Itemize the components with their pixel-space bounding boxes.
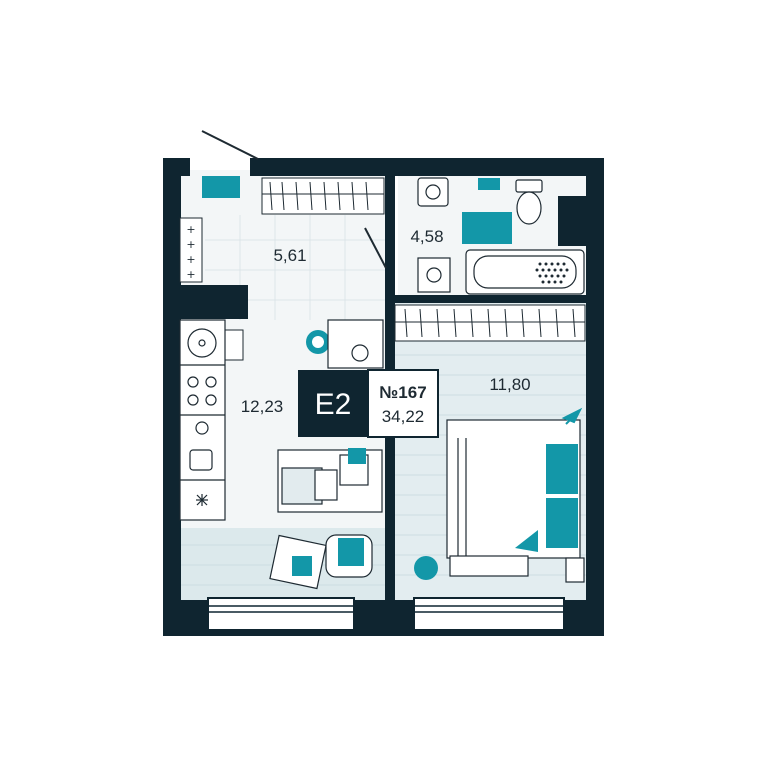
badge-type-box bbox=[298, 370, 368, 437]
svg-text:+: + bbox=[186, 238, 195, 251]
bath-mat bbox=[462, 212, 512, 244]
room-area-bedroom: 11,80 bbox=[489, 375, 530, 394]
hall-shelf: + + + + bbox=[179, 217, 203, 283]
apartment-type: E2 bbox=[315, 388, 352, 421]
bedroom-wardrobe bbox=[394, 304, 586, 342]
svg-text:+: + bbox=[186, 223, 195, 236]
window-right bbox=[413, 597, 565, 631]
interior-walls bbox=[180, 176, 588, 600]
coffee-machine-icon bbox=[189, 449, 213, 471]
bed bbox=[446, 419, 581, 577]
wall-bedroom-left bbox=[385, 300, 395, 600]
stove-icon bbox=[187, 376, 217, 406]
washing-machine-icon bbox=[417, 257, 451, 293]
svg-text:+: + bbox=[186, 253, 195, 266]
bathroom-shelf bbox=[478, 178, 500, 190]
wall-right bbox=[586, 158, 604, 636]
wall-top-left bbox=[163, 158, 190, 176]
room-area-hall: 5,61 bbox=[273, 246, 306, 265]
wall-hall-kitchen bbox=[180, 285, 248, 319]
work-desk bbox=[277, 449, 383, 513]
wall-bath-nook bbox=[558, 196, 588, 246]
badge-info-box bbox=[367, 369, 439, 438]
kitchen-side-table bbox=[327, 319, 384, 369]
window-left bbox=[207, 597, 355, 631]
room-area-kitchen-living: 12,23 bbox=[241, 397, 284, 416]
wall-left bbox=[163, 158, 181, 636]
bottom-windows bbox=[207, 597, 565, 631]
desk-lamp-icon bbox=[348, 448, 366, 464]
plane-toy-icon bbox=[561, 407, 583, 425]
balcony-table bbox=[269, 534, 327, 590]
apartment-badge: E2 №167 34,22 bbox=[298, 369, 439, 438]
bathroom-door[interactable] bbox=[364, 227, 387, 269]
wall-bath-bottom bbox=[385, 295, 588, 303]
svg-text:+: + bbox=[186, 268, 195, 281]
apartment-total-area: 34,22 bbox=[382, 407, 425, 426]
balcony-chair bbox=[325, 534, 373, 578]
bathtub-icon bbox=[465, 249, 585, 295]
fridge-icon bbox=[196, 494, 208, 506]
kitchen-sink-icon bbox=[187, 328, 217, 358]
round-rug bbox=[414, 556, 438, 580]
entrance-door[interactable] bbox=[201, 130, 259, 160]
kitchen-stool bbox=[306, 330, 330, 354]
wall-bath-left bbox=[385, 176, 395, 298]
wall-top-right bbox=[250, 158, 602, 176]
kitchen-counter-partition bbox=[224, 329, 244, 361]
toilet-icon bbox=[515, 179, 543, 225]
apartment-number: №167 bbox=[379, 383, 426, 402]
bathroom-sink bbox=[417, 177, 449, 207]
hall-wardrobe bbox=[261, 177, 385, 215]
room-area-bathroom: 4,58 bbox=[410, 227, 443, 246]
kettle-icon bbox=[195, 421, 209, 435]
shoe-bench bbox=[202, 176, 240, 198]
nightstand-icon bbox=[565, 557, 585, 583]
